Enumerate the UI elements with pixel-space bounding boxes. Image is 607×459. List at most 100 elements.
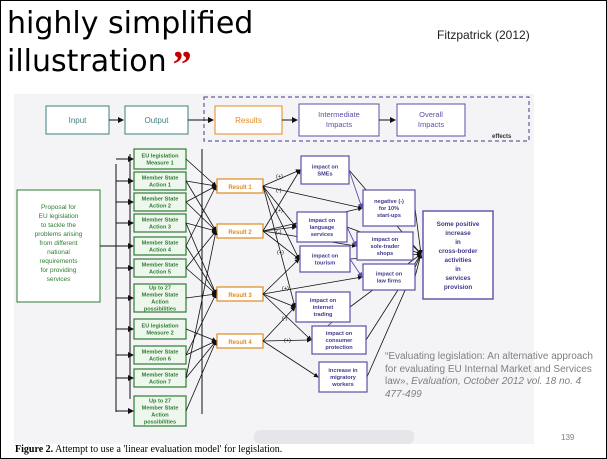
impact-label: migratory [330, 375, 357, 381]
svg-text:Some positive: Some positive [437, 221, 480, 228]
measure-result-link [185, 222, 217, 233]
measure-label: Member State [142, 196, 179, 202]
evaluation-model-diagram: effects Input Output Results Intermediat… [14, 94, 534, 444]
measure-label: EU legislation [142, 323, 180, 329]
measure-result-link [185, 293, 217, 356]
input-label: Input [69, 116, 88, 125]
citation-journal: Evaluation [411, 376, 458, 387]
impact-impact-link [349, 258, 363, 278]
impact-box [362, 189, 416, 227]
sign-label: (-) [276, 230, 282, 236]
impact-label: impact on [310, 298, 337, 304]
result-impact-link [262, 225, 297, 232]
measure-label: Action 7 [149, 380, 171, 386]
measure-label: Member State [142, 240, 179, 246]
svg-text:Proposal for: Proposal for [41, 204, 77, 211]
measure-label: Action [151, 300, 169, 306]
measure-label: Member State [142, 405, 179, 411]
measure-label: Member State [142, 292, 179, 298]
results-box [214, 105, 283, 135]
result-list: Result 1 Result 2 Result 3 Result 4 [216, 178, 264, 349]
svg-text:problems arising: problems arising [35, 231, 83, 238]
overall-label: Overall [419, 110, 443, 119]
svg-text:increase: increase [445, 230, 471, 237]
result-impact-link [262, 293, 312, 341]
impact-label: consumer [326, 338, 354, 344]
sign-label: (+) [277, 250, 284, 256]
citation-prefix: “Evaluating legislation: An alternative … [385, 351, 593, 387]
measure-box [133, 395, 187, 427]
top-row: effects Input Output Results Intermediat… [45, 96, 530, 142]
result-label: Result 3 [228, 293, 252, 299]
result-impact-link [262, 306, 296, 342]
svg-text:requirements: requirements [40, 258, 79, 265]
measure-result-link [185, 340, 217, 412]
measure-result-link [185, 230, 218, 379]
page-number: 139 [561, 433, 575, 442]
proposal-text: Proposal for EU legislation to tackle th… [35, 204, 83, 283]
result-label: Result 2 [228, 230, 252, 236]
impact-box [295, 291, 351, 323]
impact-label: internet [313, 305, 334, 311]
impact-label: impact on [312, 164, 339, 170]
input-box [45, 105, 110, 135]
measure-label: Action 2 [149, 204, 171, 210]
overall-impacts-label: Impacts [418, 120, 445, 129]
sign-label: (+) [282, 286, 289, 292]
impact-label: shops [377, 251, 393, 257]
sign-label: (+) [276, 174, 283, 180]
result-label: Result 4 [228, 340, 252, 346]
title-line-2: illustration [7, 44, 167, 79]
impact-box [362, 263, 416, 291]
result-impact-link [262, 293, 296, 308]
measure-result-link [185, 245, 217, 295]
svg-text:activities: activities [445, 257, 472, 264]
effects-label: effects [492, 134, 512, 140]
result-label: Result 1 [228, 185, 252, 191]
measure-label: possibilities [144, 307, 176, 313]
svg-text:services: services [445, 275, 471, 282]
sign-label: (+) [276, 208, 283, 214]
measure-box [133, 283, 187, 313]
measure-label: Member State [142, 349, 179, 355]
measure-result-link [185, 267, 217, 295]
impact-box [296, 211, 348, 243]
svg-text:to tackle the: to tackle the [41, 222, 76, 229]
measure-label: Member State [142, 217, 179, 223]
result-impact-link [262, 185, 363, 210]
title-line-1: highly simplified [7, 6, 254, 41]
impact-impact-link [346, 226, 357, 247]
overall-impact-box [422, 210, 494, 300]
result-impact-link [262, 185, 297, 228]
impact-label: language [310, 225, 335, 231]
impact-label: negative (-) [374, 199, 404, 205]
measure-label: Measure 1 [146, 161, 173, 167]
impact-label: start-ups [377, 213, 401, 219]
measure-result-link [185, 180, 217, 188]
impact-overall-link [414, 207, 423, 255]
svg-text:cross-border: cross-border [439, 248, 478, 255]
measure-label: Action [151, 413, 169, 419]
author-reference: Fitzpatrick (2012) [437, 28, 530, 42]
impact-label: protection [325, 345, 353, 351]
measure-result-link [185, 230, 217, 269]
impact-label: SMEs [317, 172, 332, 178]
impacts-label: Impacts [326, 120, 353, 129]
result-impact-link [262, 185, 297, 308]
result-impact-link [262, 275, 363, 295]
measure-label: Action 1 [149, 183, 171, 189]
impact-box [318, 361, 368, 393]
impact-label: for 10% [379, 206, 399, 212]
measure-result-link [185, 158, 217, 187]
measure-label: EU legislation [142, 153, 180, 159]
proposal-box [16, 189, 101, 303]
slide-title: highly simplified illustration” [7, 5, 254, 84]
measure-result-link [185, 185, 217, 203]
measure-result-link [185, 222, 217, 295]
citation: “Evaluating legislation: An alternative … [385, 351, 603, 401]
measure-result-link [185, 180, 217, 232]
caption-band [254, 430, 414, 444]
citation-suffix: , October 2012 vol. 18 no. 4 477-499 [385, 376, 582, 400]
measure-label: possibilities [144, 420, 176, 426]
